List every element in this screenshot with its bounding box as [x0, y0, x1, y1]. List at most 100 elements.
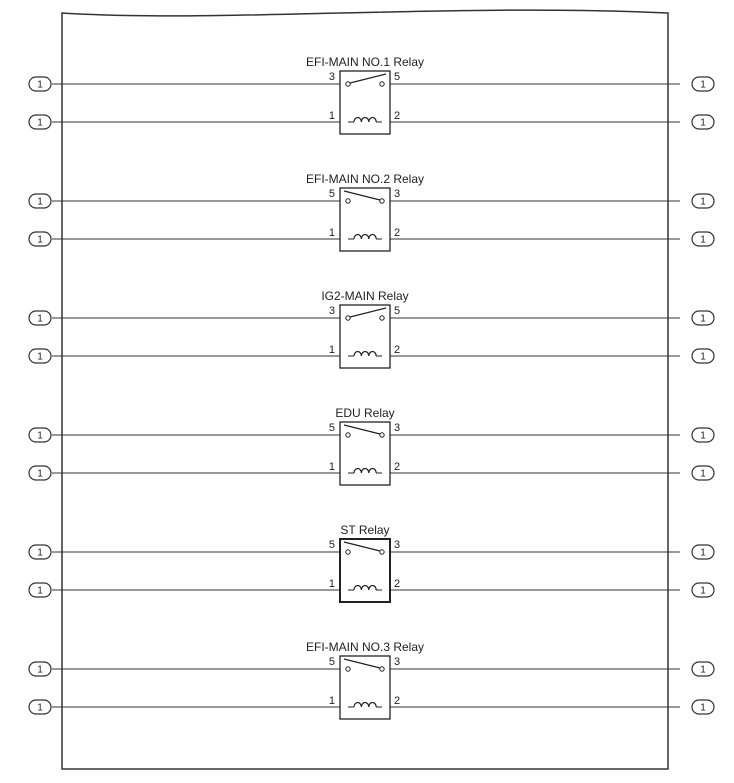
contact-right-3 [379, 315, 385, 321]
connector-label-left-5-top: 1 [37, 548, 43, 559]
pin-bottom-right-5: 2 [394, 578, 400, 590]
pin-bottom-right-2: 2 [394, 227, 400, 239]
connector-left-4-top [28, 427, 52, 443]
contact-right-4 [379, 432, 385, 438]
coil-icon-2 [353, 233, 377, 240]
panel-outline [61, 9, 669, 770]
connector-label-right-3-bottom: 1 [700, 352, 706, 363]
connector-right-3-bottom [691, 348, 715, 364]
pin-top-left-5: 5 [329, 539, 335, 551]
connector-label-right-4-top: 1 [700, 431, 706, 442]
contact-left-1 [345, 81, 351, 87]
connector-label-right-5-top: 1 [700, 548, 706, 559]
connector-label-right-2-top: 1 [700, 197, 706, 208]
connector-right-2-bottom [691, 231, 715, 247]
switch-arm-1 [349, 73, 387, 84]
connector-label-left-4-top: 1 [37, 431, 43, 442]
coil-icon-1 [353, 116, 377, 123]
coil-icon-3 [353, 350, 377, 357]
pin-bottom-left-6: 1 [329, 695, 335, 707]
connector-label-left-1-bottom: 1 [37, 118, 43, 129]
connector-label-left-4-bottom: 1 [37, 469, 43, 480]
connector-right-5-bottom [691, 582, 715, 598]
connector-label-right-4-bottom: 1 [700, 469, 706, 480]
connector-left-6-bottom [28, 699, 52, 715]
relay-box-4 [339, 421, 391, 486]
contact-right-1 [379, 81, 385, 87]
contact-left-3 [345, 315, 351, 321]
pin-top-left-3: 3 [329, 305, 335, 317]
contact-right-5 [379, 549, 385, 555]
connector-label-left-2-top: 1 [37, 197, 43, 208]
pin-bottom-left-4: 1 [329, 461, 335, 473]
connector-right-6-top [691, 661, 715, 677]
coil-icon-6 [353, 701, 377, 708]
relay-title-5: ST Relay [340, 523, 389, 537]
connector-label-right-2-bottom: 1 [700, 235, 706, 246]
coil-icon-4 [353, 467, 377, 474]
pin-top-left-4: 5 [329, 422, 335, 434]
pin-top-right-4: 3 [394, 422, 400, 434]
contact-left-4 [345, 432, 351, 438]
pin-bottom-left-2: 1 [329, 227, 335, 239]
connector-left-6-top [28, 661, 52, 677]
contact-left-5 [345, 549, 351, 555]
connector-left-3-top [28, 310, 52, 326]
connector-label-right-6-top: 1 [700, 665, 706, 676]
relay-title-4: EDU Relay [335, 406, 394, 420]
connector-label-left-5-bottom: 1 [37, 586, 43, 597]
relay-box-6 [339, 655, 391, 720]
pin-top-left-1: 3 [329, 71, 335, 83]
coil-icon-5 [353, 584, 377, 591]
connector-right-6-bottom [691, 699, 715, 715]
connector-right-5-top [691, 544, 715, 560]
connector-label-left-3-bottom: 1 [37, 352, 43, 363]
connector-label-right-1-bottom: 1 [700, 118, 706, 129]
pin-top-right-6: 3 [394, 656, 400, 668]
connector-right-3-top [691, 310, 715, 326]
connector-left-4-bottom [28, 465, 52, 481]
pin-bottom-right-3: 2 [394, 344, 400, 356]
pin-bottom-right-6: 2 [394, 695, 400, 707]
connector-label-left-6-bottom: 1 [37, 703, 43, 714]
pin-bottom-right-1: 2 [394, 110, 400, 122]
relay-box-1 [339, 70, 391, 135]
connector-label-right-1-top: 1 [700, 80, 706, 91]
connector-left-5-bottom [28, 582, 52, 598]
pin-bottom-left-1: 1 [329, 110, 335, 122]
pin-top-left-2: 5 [329, 188, 335, 200]
pin-top-right-5: 3 [394, 539, 400, 551]
connector-label-left-3-top: 1 [37, 314, 43, 325]
pin-bottom-right-4: 2 [394, 461, 400, 473]
connector-label-right-6-bottom: 1 [700, 703, 706, 714]
connector-left-1-bottom [28, 114, 52, 130]
contact-right-2 [379, 198, 385, 204]
connector-right-1-bottom [691, 114, 715, 130]
contact-left-6 [345, 666, 351, 672]
pin-top-right-3: 5 [394, 305, 400, 317]
connector-left-2-top [28, 193, 52, 209]
contact-left-2 [345, 198, 351, 204]
connector-label-left-6-top: 1 [37, 665, 43, 676]
connector-left-2-bottom [28, 231, 52, 247]
connector-label-left-2-bottom: 1 [37, 235, 43, 246]
switch-arm-3 [349, 307, 387, 318]
relay-box-3 [339, 304, 391, 369]
switch-arm-6 [343, 658, 381, 669]
connector-label-left-1-top: 1 [37, 80, 43, 91]
switch-arm-5 [343, 541, 381, 552]
connector-left-5-top [28, 544, 52, 560]
relay-box-2 [339, 187, 391, 252]
connector-right-4-top [691, 427, 715, 443]
relay-title-2: EFI-MAIN NO.2 Relay [306, 172, 424, 186]
pin-bottom-left-3: 1 [329, 344, 335, 356]
pin-top-right-1: 5 [394, 71, 400, 83]
connector-right-4-bottom [691, 465, 715, 481]
relay-title-6: EFI-MAIN NO.3 Relay [306, 640, 424, 654]
pin-top-left-6: 5 [329, 656, 335, 668]
connector-right-2-top [691, 193, 715, 209]
switch-arm-2 [343, 190, 381, 201]
connector-left-1-top [28, 76, 52, 92]
connector-label-right-3-top: 1 [700, 314, 706, 325]
